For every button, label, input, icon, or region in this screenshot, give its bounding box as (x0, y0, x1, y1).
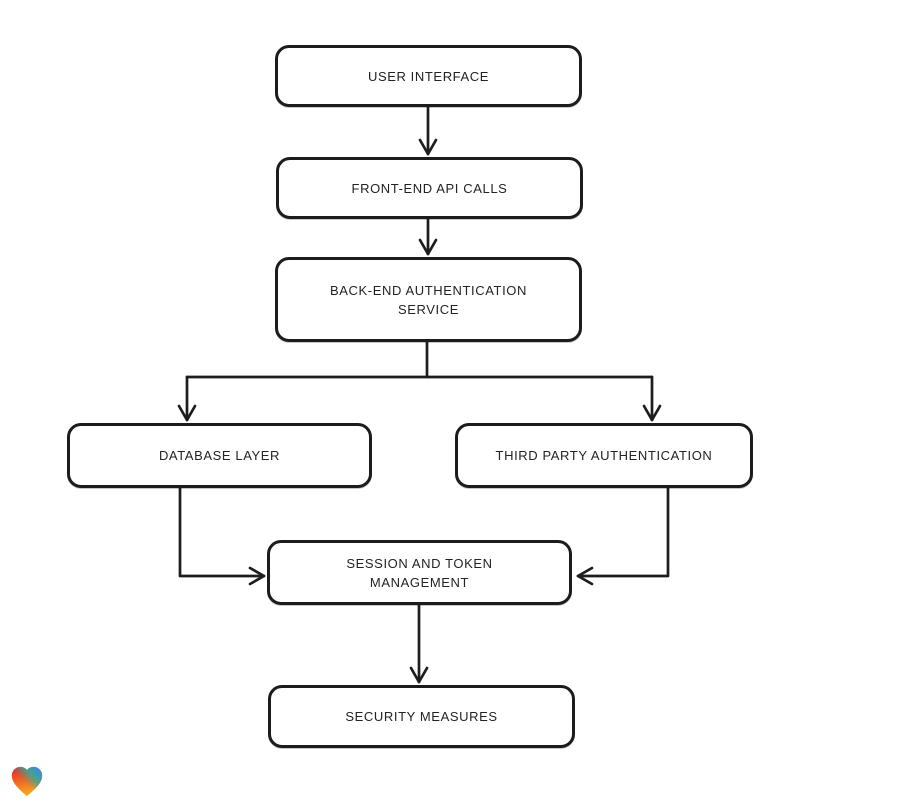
edge-session-to-security[interactable] (409, 603, 429, 684)
node-security-measures[interactable]: SECURITY MEASURES (268, 685, 575, 748)
arrowhead-down-icon (418, 238, 438, 256)
node-label: SECURITY MEASURES (345, 709, 498, 724)
arrowhead-down-icon (642, 404, 662, 422)
arrowhead-down-icon (418, 138, 438, 156)
edge-database-to-session[interactable] (178, 486, 266, 586)
edge-line (576, 486, 670, 578)
edge-user-interface-to-front-end[interactable] (418, 105, 438, 156)
edge-third-party-to-session[interactable] (576, 486, 670, 586)
node-label: BACK-END AUTHENTICATION SERVICE (329, 282, 528, 317)
arrowhead-right-icon (248, 566, 266, 586)
node-session-and-token-management[interactable]: SESSION AND TOKEN MANAGEMENT (267, 540, 572, 605)
arrowhead-left-icon (576, 566, 594, 586)
node-label: THIRD PARTY AUTHENTICATION (495, 448, 713, 463)
arrowhead-down-icon (409, 666, 429, 684)
edge-front-end-to-back-end[interactable] (418, 217, 438, 256)
edge-back-end-branch[interactable] (185, 340, 654, 379)
edge-back-end-to-third-party[interactable] (642, 375, 662, 422)
edge-back-end-to-database[interactable] (177, 375, 197, 422)
heart-icon (11, 766, 43, 797)
brand-watermark[interactable] (8, 764, 46, 800)
node-back-end-authentication-service[interactable]: BACK-END AUTHENTICATION SERVICE (275, 257, 582, 342)
node-user-interface[interactable]: USER INTERFACE (275, 45, 582, 107)
node-label: SESSION AND TOKEN MANAGEMENT (346, 555, 493, 590)
arrowhead-down-icon (177, 404, 197, 422)
node-front-end-api-calls[interactable]: FRONT-END API CALLS (276, 157, 583, 219)
edge-line (178, 486, 266, 578)
node-label: DATABASE LAYER (158, 448, 281, 463)
node-label: FRONT-END API CALLS (351, 180, 508, 196)
node-third-party-authentication[interactable]: THIRD PARTY AUTHENTICATION (455, 423, 753, 488)
node-database-layer[interactable]: DATABASE LAYER (67, 423, 372, 488)
node-label: USER INTERFACE (367, 68, 490, 84)
